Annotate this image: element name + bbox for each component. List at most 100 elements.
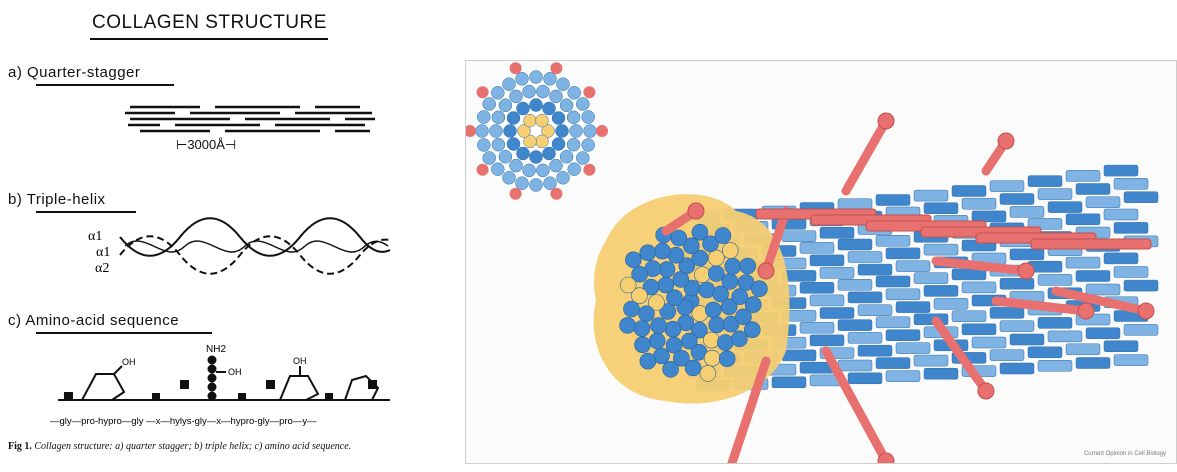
fibril-segment <box>876 317 910 328</box>
fibril-end <box>740 258 756 274</box>
fibril-segment <box>1038 189 1072 200</box>
fibril-segment <box>1066 257 1100 268</box>
schematic-drawings: ⊢3000Å⊣ α1 α1 α2 <box>0 0 450 440</box>
fibril-segment <box>800 242 834 253</box>
accessory-head <box>688 203 704 219</box>
caption-text: Collagen structure: a) quarter stagger; … <box>34 441 351 452</box>
accessory-head <box>1018 263 1034 279</box>
fibril-segment <box>924 203 958 214</box>
cross-section-molecule <box>510 90 523 103</box>
cross-section-molecule <box>568 86 581 99</box>
helix-chain-alpha1-a: α1 <box>88 229 102 244</box>
accessory-arm <box>936 261 1026 271</box>
cross-section-molecule <box>582 139 595 152</box>
cross-section-molecule <box>536 85 549 98</box>
cross-section-molecule <box>550 159 563 172</box>
fibril-segment <box>1086 197 1120 208</box>
fibril-segment <box>876 195 910 206</box>
fibril-segment <box>972 337 1006 348</box>
fibril-segment <box>1076 184 1110 195</box>
fibril-segment <box>962 324 996 335</box>
fibril-segment <box>848 332 882 343</box>
fibril-segment <box>1086 284 1120 295</box>
cross-section-molecule <box>584 125 597 138</box>
cross-section-molecule <box>523 164 536 177</box>
cross-section-molecule <box>492 138 505 151</box>
fibril-end <box>640 245 656 261</box>
cross-section-accessory <box>510 188 522 200</box>
fibril-segment <box>886 289 920 300</box>
side-chain-squares <box>64 380 377 401</box>
oh-label-2: OH <box>228 367 242 377</box>
fibril-segment <box>876 235 910 246</box>
fibril-segment <box>1124 280 1158 291</box>
fibril-segment <box>1114 267 1148 278</box>
fibril-segment <box>848 373 882 384</box>
fibril-end <box>663 361 679 377</box>
cross-section-molecule <box>517 102 530 115</box>
cross-section-molecule <box>557 171 570 184</box>
helix-chain-alpha2: α2 <box>95 261 109 276</box>
fibril-end <box>708 250 724 266</box>
fibril-end <box>725 258 741 274</box>
fibril-segment <box>886 330 920 341</box>
cross-section-molecule <box>530 71 543 84</box>
fibril-segment <box>820 227 854 238</box>
cross-section-accessory <box>550 188 562 200</box>
cross-section-molecule <box>503 171 516 184</box>
fibril-end <box>624 301 640 317</box>
fibril-end <box>722 273 738 289</box>
cross-section-molecule <box>523 85 536 98</box>
fibril-segment <box>924 285 958 296</box>
fibril-segment <box>810 295 844 306</box>
cross-section-molecule <box>490 125 503 138</box>
oh-label-1: OH <box>122 357 136 367</box>
fibril-segment <box>848 252 882 263</box>
accessory-arm <box>846 121 886 191</box>
fibril-segment <box>990 307 1024 318</box>
cross-section-molecule <box>517 147 530 160</box>
fibril-end <box>639 306 655 322</box>
fibril-segment <box>876 358 910 369</box>
fibril-segment <box>1000 278 1034 289</box>
fibril-segment <box>838 199 872 210</box>
cross-section-molecule <box>504 125 517 138</box>
fibril-end <box>715 228 731 244</box>
fibril-segment <box>876 276 910 287</box>
sequence-text: —gly—pro-hypro—gly —x—hylys-gly—x—hypro-… <box>50 416 317 427</box>
cross-section-molecule <box>516 72 529 85</box>
fibril-segment <box>1000 363 1034 374</box>
accessory-head <box>998 133 1014 149</box>
cross-section-molecule <box>530 179 543 192</box>
cross-section-molecule <box>536 164 549 177</box>
cross-section-accessory <box>510 62 522 74</box>
fibril-end <box>745 297 761 313</box>
cross-section-molecule <box>576 98 589 111</box>
fibril-end <box>717 335 733 351</box>
accessory-bar <box>1031 239 1151 249</box>
fibril-segment <box>1104 253 1138 264</box>
caption-fig-number: Fig 1. <box>8 441 32 452</box>
cross-section-molecule <box>491 163 504 176</box>
cross-section-accessory <box>583 164 595 176</box>
fibril-segment <box>896 343 930 354</box>
fibril-segment <box>934 298 968 309</box>
fibril-end <box>744 322 760 338</box>
fibril-end <box>751 281 767 297</box>
collagen-fibril-illustration: Current Opinion in Cell Biology <box>465 60 1177 464</box>
cross-section-molecule <box>552 112 565 125</box>
cross-section-molecule <box>524 114 537 127</box>
fibril-segment <box>972 211 1006 222</box>
helix-chain-alpha1-b: α1 <box>96 245 110 260</box>
fibril-segment <box>1114 222 1148 233</box>
fibril-segment <box>1076 271 1110 282</box>
cross-section-molecule <box>557 78 570 91</box>
cross-section-molecule <box>483 98 496 111</box>
cross-section-molecule <box>582 111 595 124</box>
nh2-label: NH2 <box>206 344 226 355</box>
fibril-end <box>719 351 735 367</box>
fibril-segment <box>1104 341 1138 352</box>
fibril-segment <box>1104 209 1138 220</box>
fibril-segment <box>1114 178 1148 189</box>
fibril-segment <box>848 292 882 303</box>
